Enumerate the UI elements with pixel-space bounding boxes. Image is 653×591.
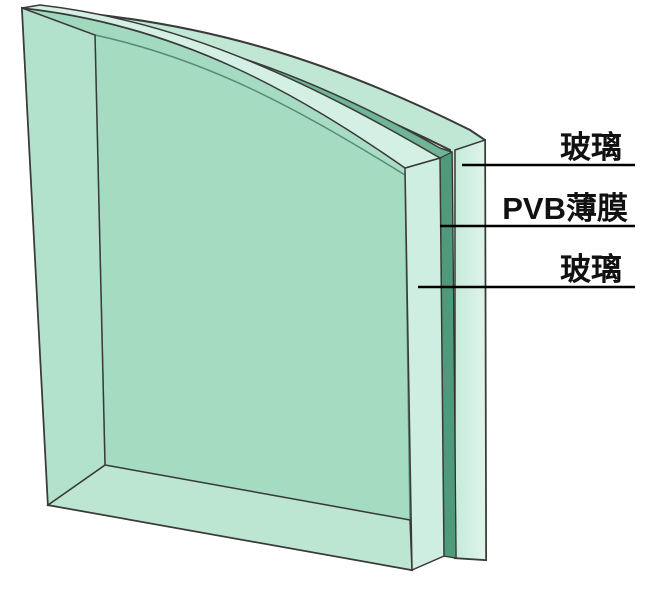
front-glass-top-edge — [21, 4, 442, 169]
label-outer-glass: 玻璃 — [560, 130, 622, 165]
back-glass-side — [454, 138, 487, 561]
front-glass-side — [404, 157, 445, 572]
label-inner-glass: 玻璃 — [560, 252, 622, 287]
front-glass-left-edge — [21, 6, 106, 507]
label-pvb-film: PVB薄膜 — [502, 191, 628, 226]
